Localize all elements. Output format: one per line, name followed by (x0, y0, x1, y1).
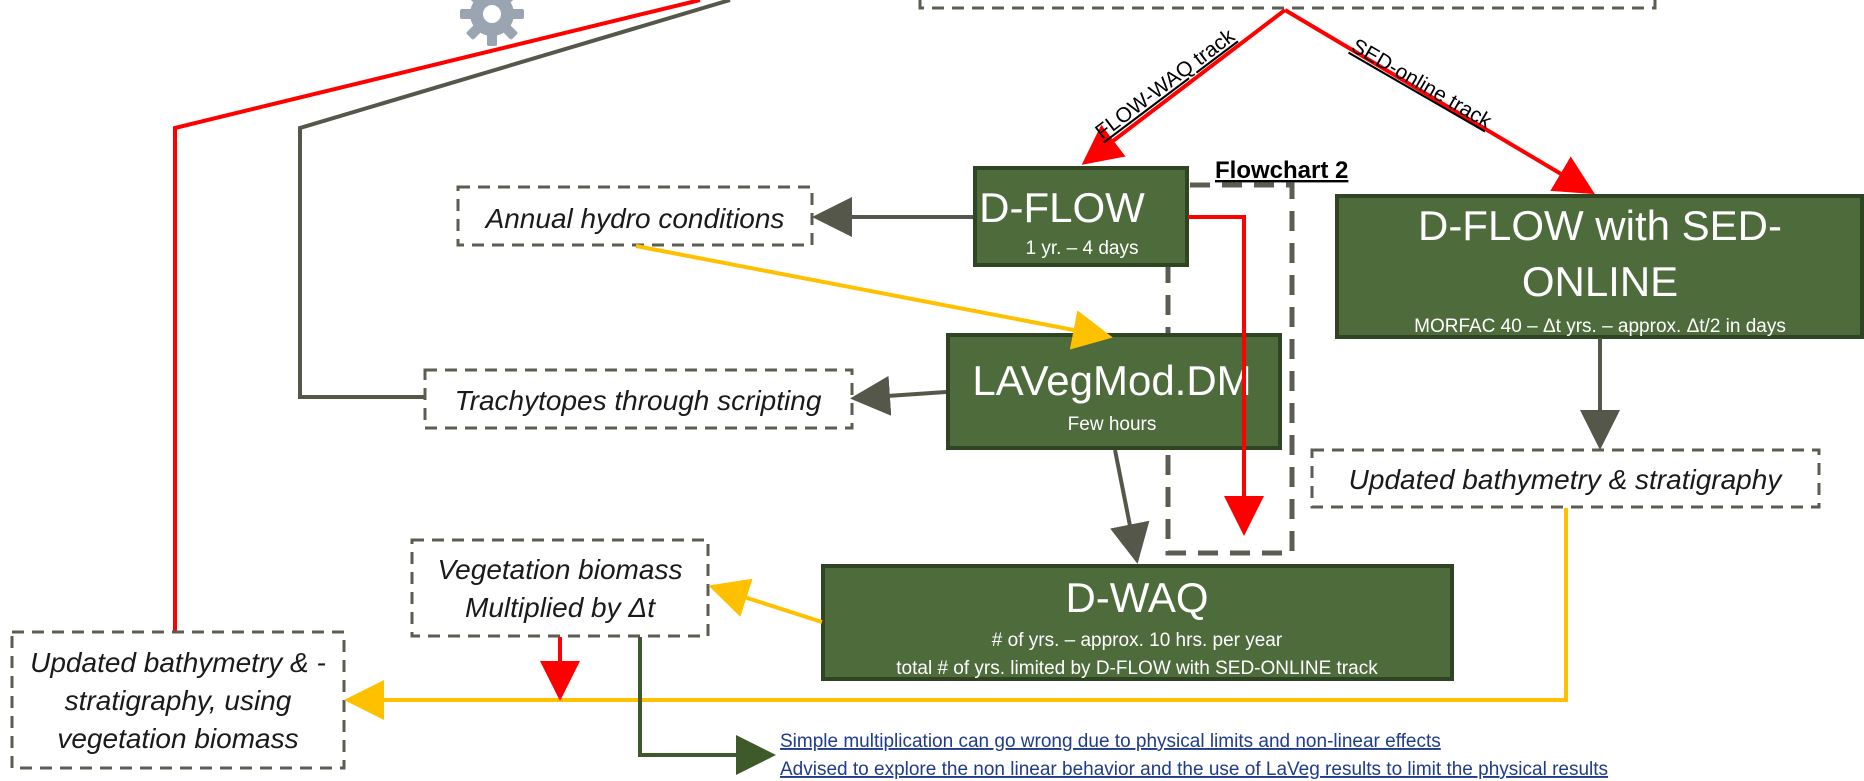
top-input-box-edge (918, 0, 1657, 10)
sed-online-track-arrow (1283, 8, 1595, 195)
hydro-to-lavegmod-arrow (635, 244, 1113, 350)
veg-biomass-to-note-arrow (638, 637, 776, 775)
updated-bathy-right-box: Updated bathymetry & stratigraphy (1310, 448, 1821, 509)
dflow-box: D-FLOW 1 yr. – 4 days (973, 166, 1189, 267)
updated-bathy-left-box: Updated bathymetry & - stratigraphy, usi… (10, 630, 346, 770)
dwaq-box: D-WAQ # of yrs. – approx. 10 hrs. per ye… (821, 564, 1454, 681)
dflow-title: D-FLOW (979, 184, 1145, 231)
feedback-line-red (173, 0, 701, 632)
flowchart-2-region (1165, 182, 1295, 556)
dwaq-title: D-WAQ (1065, 574, 1208, 621)
flow-waq-track-label: FLOW-WAQ track (1091, 24, 1239, 144)
note-line2[interactable]: Advised to explore the non linear behavi… (780, 759, 1608, 780)
annual-hydro-box: Annual hydro conditions (456, 185, 814, 247)
sed-online-track-label: SED-online track (1348, 34, 1496, 133)
lavegmod-subtitle: Few hours (1068, 414, 1157, 435)
bathy-to-left-box-arrow (344, 508, 1568, 720)
dwaq-subtitle-line1: # of yrs. – approx. 10 hrs. per year (992, 630, 1283, 651)
dflow-sed-online-box: D-FLOW with SED- ONLINE MORFAC 40 – Δt y… (1335, 194, 1864, 339)
updated-bathy-left-line2: stratigraphy, using (65, 685, 292, 716)
lavegmod-title: LAVegMod.DM (972, 357, 1251, 404)
dflow-sed-title-line1: D-FLOW with SED- (1418, 202, 1782, 249)
gear-icon (460, 0, 524, 46)
dflow-sed-subtitle: MORFAC 40 – Δt yrs. – approx. Δt/2 in da… (1414, 316, 1786, 337)
feedback-line-gray (298, 0, 731, 399)
updated-bathy-right-label: Updated bathymetry & stratigraphy (1349, 464, 1784, 495)
veg-biomass-line1: Vegetation biomass (438, 554, 683, 585)
annual-hydro-label: Annual hydro conditions (484, 203, 785, 234)
dflow-sed-title-line2: ONLINE (1522, 258, 1678, 305)
trachytopes-box: Trachytopes through scripting (423, 368, 854, 430)
dflow-subtitle: 1 yr. – 4 days (1025, 238, 1138, 259)
veg-biomass-line2: Multiplied by Δt (465, 592, 656, 623)
flow-waq-track-arrow (1081, 8, 1287, 165)
updated-bathy-left-line1: Updated bathymetry & - (30, 647, 326, 678)
lavegmod-to-trachytopes-arrow (850, 375, 947, 416)
note-line1[interactable]: Simple multiplication can go wrong due t… (780, 731, 1441, 752)
trachytopes-label: Trachytopes through scripting (455, 385, 822, 416)
dflow-to-flowchart2-arrow (1188, 215, 1264, 536)
lavegmod-box: LAVegMod.DM Few hours (946, 333, 1282, 450)
dwaq-to-veg-biomass-arrow (708, 578, 823, 624)
veg-biomass-box: Vegetation biomass Multiplied by Δt (410, 538, 710, 638)
dwaq-subtitle-line2: total # of yrs. limited by D-FLOW with S… (896, 658, 1378, 679)
updated-bathy-left-line3: vegetation biomass (57, 723, 298, 754)
flowchart-2-label: Flowchart 2 (1215, 157, 1348, 184)
lavegmod-to-dwaq-arrow (1110, 449, 1150, 564)
